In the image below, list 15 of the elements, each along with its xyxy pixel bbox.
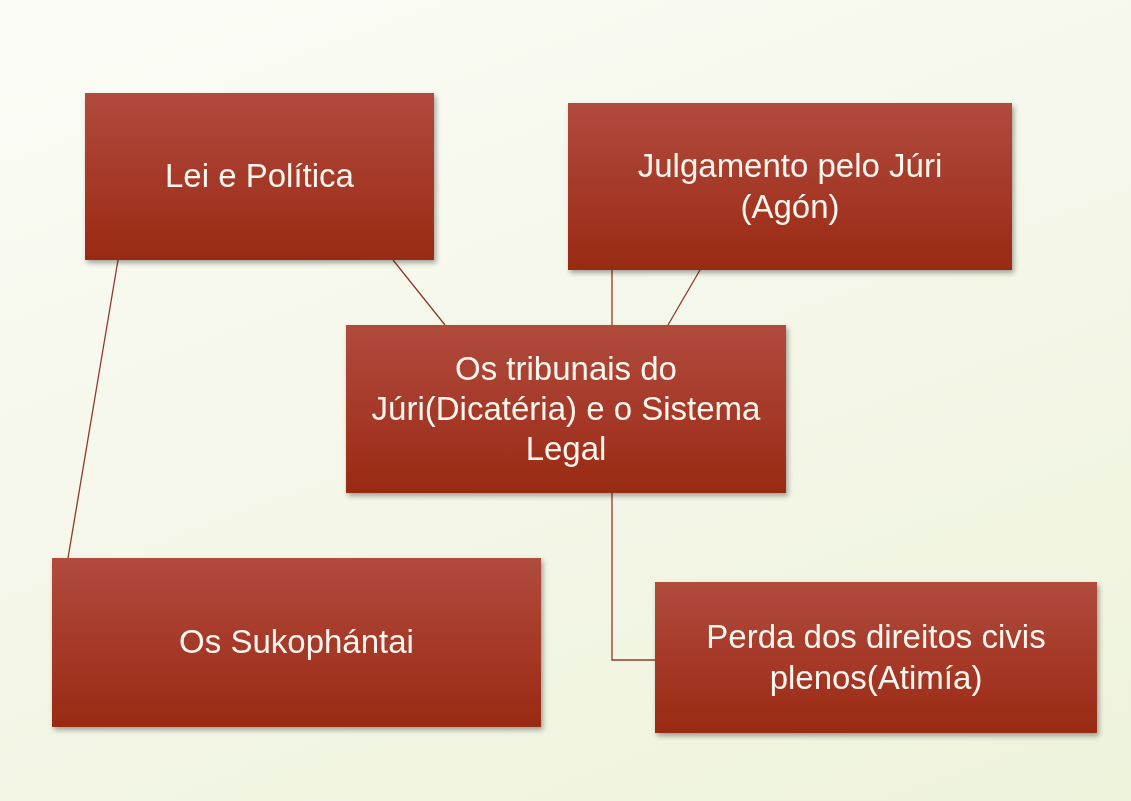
topic-box xyxy=(568,103,1012,270)
connector-line xyxy=(67,259,119,559)
node-label: Lei e Política xyxy=(165,156,354,197)
node-label: Os Sukophántai xyxy=(179,622,414,663)
connector-line xyxy=(392,259,446,326)
central-topic-box xyxy=(346,325,786,493)
node-label: Julgamento pelo Júri (Agón) xyxy=(636,146,944,227)
connector-line xyxy=(611,269,613,326)
topic-box xyxy=(52,558,541,727)
node-label: Os tribunais do Júri(Dicatéria) e o Sistema Legal xyxy=(370,348,762,470)
node-label: Perda dos direitos civis plenos(Atimía) xyxy=(705,617,1047,698)
connector-line xyxy=(667,269,701,326)
topic-box xyxy=(85,93,434,260)
connector-line xyxy=(611,492,656,661)
topic-box xyxy=(655,582,1097,733)
